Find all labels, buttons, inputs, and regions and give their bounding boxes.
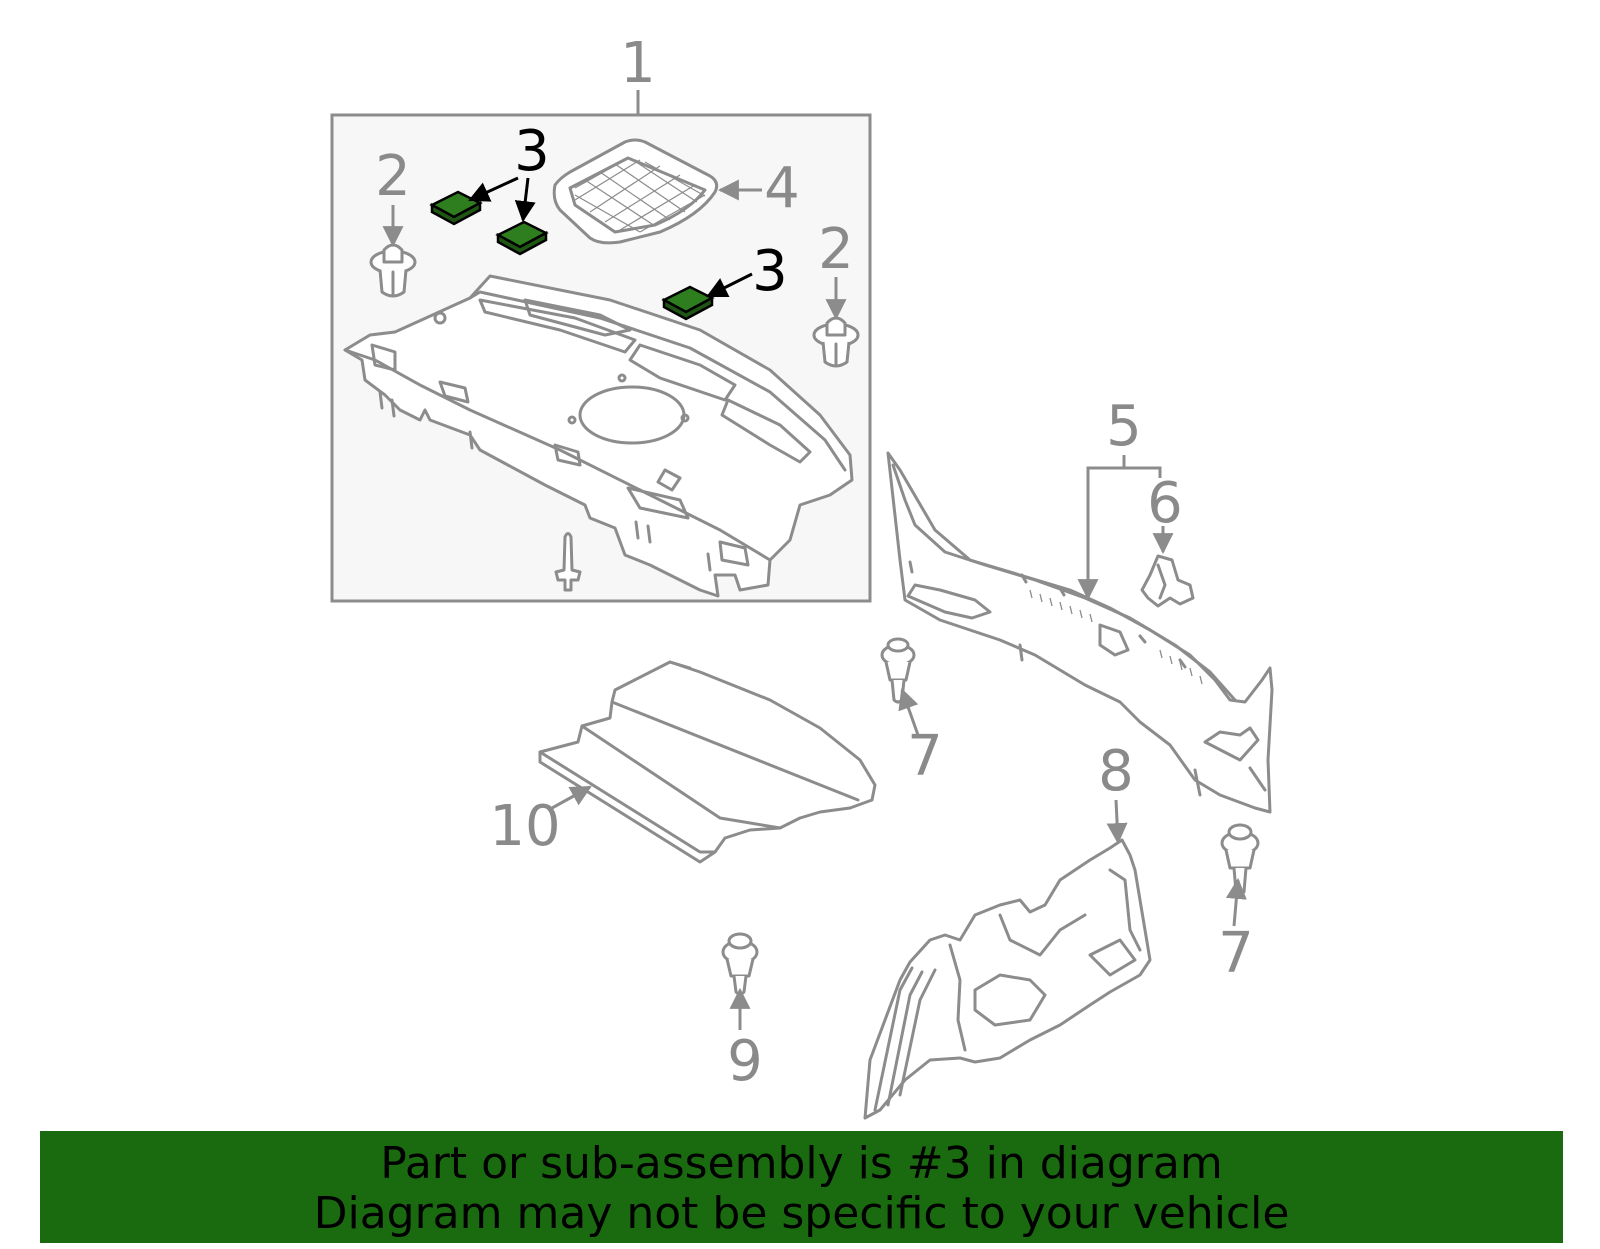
callout-4: 4 [764, 156, 800, 221]
part-3-pad-a [429, 190, 483, 226]
callout-8: 8 [1098, 739, 1134, 804]
speaker-grille-4 [552, 138, 719, 245]
banner-line-2: Diagram may not be specific to your vehi… [313, 1188, 1290, 1239]
push-pin [554, 532, 582, 592]
leader-3a-2 [514, 177, 536, 223]
leader-8 [1106, 799, 1128, 845]
leader-7-right [1225, 877, 1247, 927]
clip-2-left [369, 243, 417, 298]
part-3-pad-b [495, 220, 549, 256]
clip-2-right [812, 316, 860, 368]
leader-3a-1 [468, 176, 519, 202]
rear-panel-trim-5 [886, 451, 1274, 814]
screw-9 [721, 932, 759, 996]
package-tray [343, 274, 854, 598]
leader-7-left [898, 688, 920, 736]
callout-7-left: 7 [907, 724, 943, 789]
trunk-floor-10 [538, 660, 877, 864]
leader-3b [706, 272, 753, 298]
callout-5: 5 [1106, 394, 1142, 459]
screw-7-left [880, 637, 916, 704]
callout-2-right: 2 [818, 217, 854, 282]
callout-9: 9 [727, 1029, 763, 1094]
callout-3-top: 3 [514, 119, 550, 184]
callout-3-right: 3 [752, 239, 788, 304]
screw-7-right [1220, 823, 1260, 896]
callout-10: 10 [489, 794, 560, 859]
part-3-pad-c [661, 285, 715, 321]
side-trim-8 [863, 838, 1152, 1120]
callout-6: 6 [1147, 471, 1183, 536]
clip-6 [1140, 554, 1195, 608]
callout-7-right: 7 [1218, 921, 1254, 986]
banner-line-1: Part or sub-assembly is #3 in diagram [380, 1138, 1223, 1189]
leader-10 [551, 785, 592, 810]
callout-1: 1 [620, 31, 656, 96]
info-banner: Part or sub-assembly is #3 in diagram Di… [40, 1131, 1563, 1243]
callout-2-left: 2 [375, 144, 411, 209]
